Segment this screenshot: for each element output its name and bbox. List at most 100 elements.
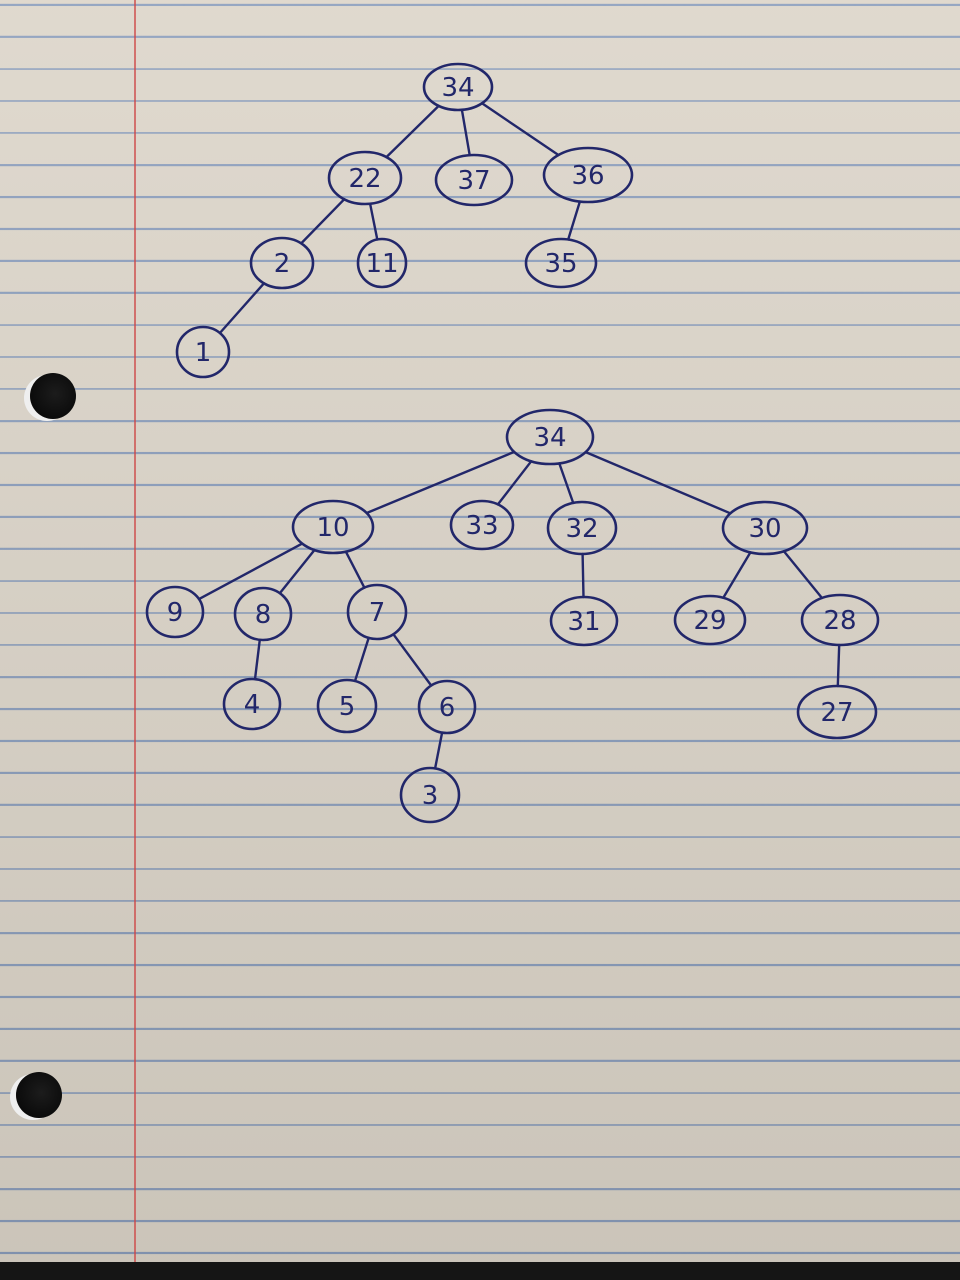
tree-edge (353, 636, 370, 683)
tree-edge (782, 550, 824, 600)
tree-node: 8 (233, 586, 293, 642)
node-circle (399, 766, 461, 824)
node-label: 36 (571, 161, 604, 191)
punch-hole-bottom (16, 1072, 62, 1118)
tree-node: 6 (417, 679, 477, 735)
node-circle (796, 684, 878, 740)
tree-edge (365, 450, 516, 515)
tree-node: 1 (175, 325, 231, 379)
tree-edge (344, 550, 366, 589)
node-label: 10 (316, 513, 349, 543)
tree-node: 2 (249, 236, 315, 290)
node-label: 27 (820, 698, 853, 728)
node-circle (800, 593, 880, 647)
node-circle (356, 237, 408, 289)
node-circle (249, 236, 315, 290)
tree-edge (581, 552, 585, 599)
node-circle (434, 153, 514, 207)
tree-edge (368, 202, 379, 241)
node-label: 6 (439, 693, 456, 723)
node-circle (505, 408, 595, 466)
node-label: 35 (544, 249, 577, 279)
margin-line (134, 0, 136, 1280)
node-circle (549, 595, 619, 647)
node-circle (291, 499, 375, 555)
node-label: 37 (457, 166, 490, 196)
tree-edge (278, 548, 316, 595)
node-circle (233, 586, 293, 642)
node-label: 32 (565, 514, 598, 544)
tree-node: 29 (673, 594, 747, 646)
tree-edge (385, 104, 440, 159)
tree-edge (460, 108, 471, 157)
node-circle (175, 325, 231, 379)
tree-edge (480, 102, 560, 157)
tree-node: 34 (422, 62, 494, 112)
tree-node: 31 (549, 595, 619, 647)
node-label: 5 (339, 692, 356, 722)
tree-node: 30 (721, 500, 809, 556)
node-label: 22 (348, 164, 381, 194)
node-label: 4 (244, 690, 261, 720)
tree-node: 35 (524, 237, 598, 289)
node-label: 28 (823, 606, 856, 636)
tree-edge (300, 197, 346, 245)
tree-node: 36 (542, 146, 634, 204)
node-label: 34 (441, 73, 474, 103)
tree-edge (197, 542, 304, 601)
table-edge (0, 1262, 960, 1280)
tree-edge (567, 200, 582, 241)
node-label: 3 (422, 781, 439, 811)
node-label: 11 (365, 249, 398, 279)
node-circle (222, 677, 282, 731)
node-circle (145, 585, 205, 639)
node-circle (449, 499, 515, 551)
tree-edge (836, 643, 841, 688)
tree-edge (253, 638, 261, 681)
node-label: 2 (274, 249, 291, 279)
tree-node: 22 (327, 150, 403, 206)
tree-node: 4 (222, 677, 282, 731)
tree-node: 32 (546, 500, 618, 556)
node-circle (542, 146, 634, 204)
node-label: 31 (567, 607, 600, 637)
tree-node: 9 (145, 585, 205, 639)
tree-edge (433, 731, 444, 770)
tree-edge (558, 462, 575, 505)
tree-node: 33 (449, 499, 515, 551)
node-label: 9 (167, 598, 184, 628)
tree-edge (392, 633, 433, 687)
node-label: 7 (369, 598, 386, 628)
node-circle (721, 500, 809, 556)
node-circle (346, 583, 408, 641)
tree-node: 27 (796, 684, 878, 740)
node-circle (316, 678, 378, 734)
tree-node: 7 (346, 583, 408, 641)
node-label: 1 (195, 338, 212, 368)
node-circle (673, 594, 747, 646)
node-circle (417, 679, 477, 735)
tree-node: 10 (291, 499, 375, 555)
node-circle (524, 237, 598, 289)
tree-node: 37 (434, 153, 514, 207)
tree-edge (722, 551, 752, 599)
node-label: 8 (255, 600, 272, 630)
tree-node: 28 (800, 593, 880, 647)
tree-edge (496, 460, 533, 506)
node-label: 30 (748, 514, 781, 544)
punch-hole-top (30, 373, 76, 419)
node-circle (327, 150, 403, 206)
tree-node: 5 (316, 678, 378, 734)
tree-node: 34 (505, 408, 595, 466)
node-circle (422, 62, 494, 112)
node-label: 33 (465, 511, 498, 541)
nodes-layer: 34 22 37 36 2 11 35 1 34 10 33 32 30 9 8 7 31 29 28 4 5 6 27 3 (145, 62, 880, 824)
tree-edge (584, 450, 732, 515)
node-circle (546, 500, 618, 556)
tree-node: 11 (356, 237, 408, 289)
node-label: 29 (693, 606, 726, 636)
node-label: 34 (533, 423, 566, 453)
tree-node: 3 (399, 766, 461, 824)
